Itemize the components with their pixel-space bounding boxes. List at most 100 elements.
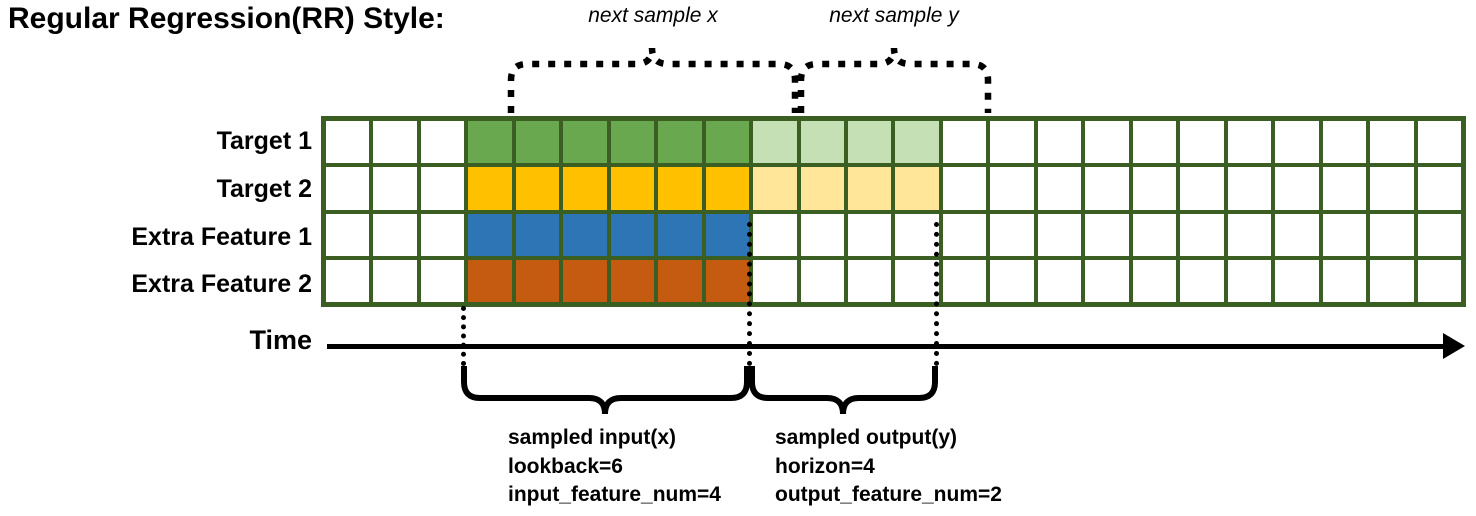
grid-cell-extra-feature-1-3 (420, 213, 465, 256)
grid-cell-target-1-19 (1180, 121, 1224, 164)
grid-cell-extra-feature-2-15 (990, 259, 1034, 302)
guide-line-input-start (461, 306, 466, 366)
grid-cell-extra-feature-1-17 (1085, 213, 1129, 256)
guide-line-input-end (747, 222, 752, 366)
grid-cell-extra-feature-1-22 (1322, 213, 1367, 256)
grid-cell-extra-feature-1-9 (705, 213, 750, 256)
grid-cell-target-2-8 (658, 167, 702, 210)
grid-cell-extra-feature-1-24 (1417, 213, 1461, 256)
note-sampled-input-line-1: sampled input(x) (508, 426, 677, 449)
grid-cell-extra-feature-2-10 (753, 259, 797, 302)
note-sampled-output-line-1: sampled output(y) (775, 426, 957, 449)
grid-cell-extra-feature-2-20 (1227, 259, 1272, 302)
grid-cell-extra-feature-2-4 (468, 259, 512, 302)
grid-cell-target-2-6 (563, 167, 607, 210)
grid-cell-target-1-20 (1227, 121, 1272, 164)
grid-cell-target-1-1 (326, 121, 370, 164)
grid-cell-extra-feature-2-9 (705, 259, 750, 302)
grid-cell-extra-feature-1-11 (800, 213, 845, 256)
grid-cell-target-2-9 (705, 167, 750, 210)
grid-cell-extra-feature-2-19 (1180, 259, 1224, 302)
grid-cell-extra-feature-1-13 (895, 213, 939, 256)
page-title: Regular Regression(RR) Style: (8, 2, 445, 35)
grid-cell-target-2-21 (1275, 167, 1319, 210)
grid-cell-extra-feature-2-7 (610, 259, 655, 302)
grid-cell-target-2-14 (942, 167, 987, 210)
grid-cell-target-2-5 (515, 167, 560, 210)
grid-cell-extra-feature-1-20 (1227, 213, 1272, 256)
label-next-sample-y: next sample y (829, 4, 959, 27)
grid-cell-extra-feature-1-8 (658, 213, 702, 256)
grid-cell-extra-feature-2-2 (373, 259, 417, 302)
grid-cell-extra-feature-1-14 (942, 213, 987, 256)
grid-cell-extra-feature-1-21 (1275, 213, 1319, 256)
grid-cell-target-2-23 (1370, 167, 1414, 210)
grid-cell-target-1-17 (1085, 121, 1129, 164)
grid-cell-extra-feature-2-18 (1132, 259, 1177, 302)
grid-cell-extra-feature-1-4 (468, 213, 512, 256)
grid-cell-extra-feature-2-14 (942, 259, 987, 302)
grid-cell-extra-feature-2-11 (800, 259, 845, 302)
note-sampled-output-line-2: horizon=4 (775, 454, 875, 478)
grid-cell-target-2-15 (990, 167, 1034, 210)
grid-cell-target-2-22 (1322, 167, 1367, 210)
grid-cell-target-2-4 (468, 167, 512, 210)
grid-cell-extra-feature-2-17 (1085, 259, 1129, 302)
grid-cell-extra-feature-1-2 (373, 213, 417, 256)
grid-cell-target-1-21 (1275, 121, 1319, 164)
row-label-extra-feature-2: Extra Feature 2 (131, 270, 312, 298)
grid-cell-extra-feature-1-10 (753, 213, 797, 256)
row-label-extra-feature-1: Extra Feature 1 (131, 223, 312, 251)
timeline-grid (321, 116, 1466, 307)
time-axis-arrow-icon (1443, 333, 1465, 359)
grid-cell-target-1-8 (658, 121, 702, 164)
grid-cell-target-2-17 (1085, 167, 1129, 210)
grid-cell-extra-feature-2-24 (1417, 259, 1461, 302)
brace-sampled-output (749, 366, 938, 415)
grid-cell-target-2-19 (1180, 167, 1224, 210)
grid-cell-target-2-18 (1132, 167, 1177, 210)
note-sampled-output-line-3: output_feature_num=2 (775, 483, 1002, 507)
grid-cell-target-2-10 (753, 167, 797, 210)
grid-cell-target-1-7 (610, 121, 655, 164)
grid-cell-target-1-6 (563, 121, 607, 164)
grid-cell-target-1-2 (373, 121, 417, 164)
grid-cell-extra-feature-1-18 (1132, 213, 1177, 256)
row-label-target-2: Target 2 (216, 175, 312, 203)
grid-cell-target-1-5 (515, 121, 560, 164)
grid-cell-target-2-7 (610, 167, 655, 210)
grid-cell-extra-feature-2-23 (1370, 259, 1414, 302)
grid-cell-extra-feature-1-23 (1370, 213, 1414, 256)
grid-cell-target-1-15 (990, 121, 1034, 164)
grid-cell-extra-feature-1-12 (848, 213, 892, 256)
grid-cell-target-1-11 (800, 121, 845, 164)
grid-cell-extra-feature-2-16 (1037, 259, 1082, 302)
label-next-sample-x: next sample x (588, 4, 718, 27)
grid-cell-target-1-23 (1370, 121, 1414, 164)
grid-cell-extra-feature-2-13 (895, 259, 939, 302)
row-label-target-1: Target 1 (216, 127, 312, 155)
grid-cell-target-1-12 (848, 121, 892, 164)
grid-cell-target-1-22 (1322, 121, 1367, 164)
grid-cell-target-2-12 (848, 167, 892, 210)
note-sampled-input-line-3: input_feature_num=4 (508, 483, 721, 507)
note-sampled-output: sampled output(y) horizon=4 output_featu… (775, 424, 1002, 510)
grid-cell-extra-feature-2-12 (848, 259, 892, 302)
grid-cell-extra-feature-2-8 (658, 259, 702, 302)
grid-cell-target-1-24 (1417, 121, 1461, 164)
grid-cell-extra-feature-1-1 (326, 213, 370, 256)
grid-cell-target-2-11 (800, 167, 845, 210)
brace-next-sample-y (797, 47, 992, 113)
grid-cell-extra-feature-2-1 (326, 259, 370, 302)
grid-cell-target-1-13 (895, 121, 939, 164)
grid-cell-target-2-2 (373, 167, 417, 210)
grid-cell-target-1-14 (942, 121, 987, 164)
grid-cell-target-1-9 (705, 121, 750, 164)
grid-cell-target-1-10 (753, 121, 797, 164)
note-sampled-input-line-2: lookback=6 (508, 454, 623, 478)
grid-cell-target-2-3 (420, 167, 465, 210)
grid-cell-extra-feature-1-7 (610, 213, 655, 256)
grid-cell-extra-feature-1-5 (515, 213, 560, 256)
time-axis-line (327, 344, 1447, 349)
